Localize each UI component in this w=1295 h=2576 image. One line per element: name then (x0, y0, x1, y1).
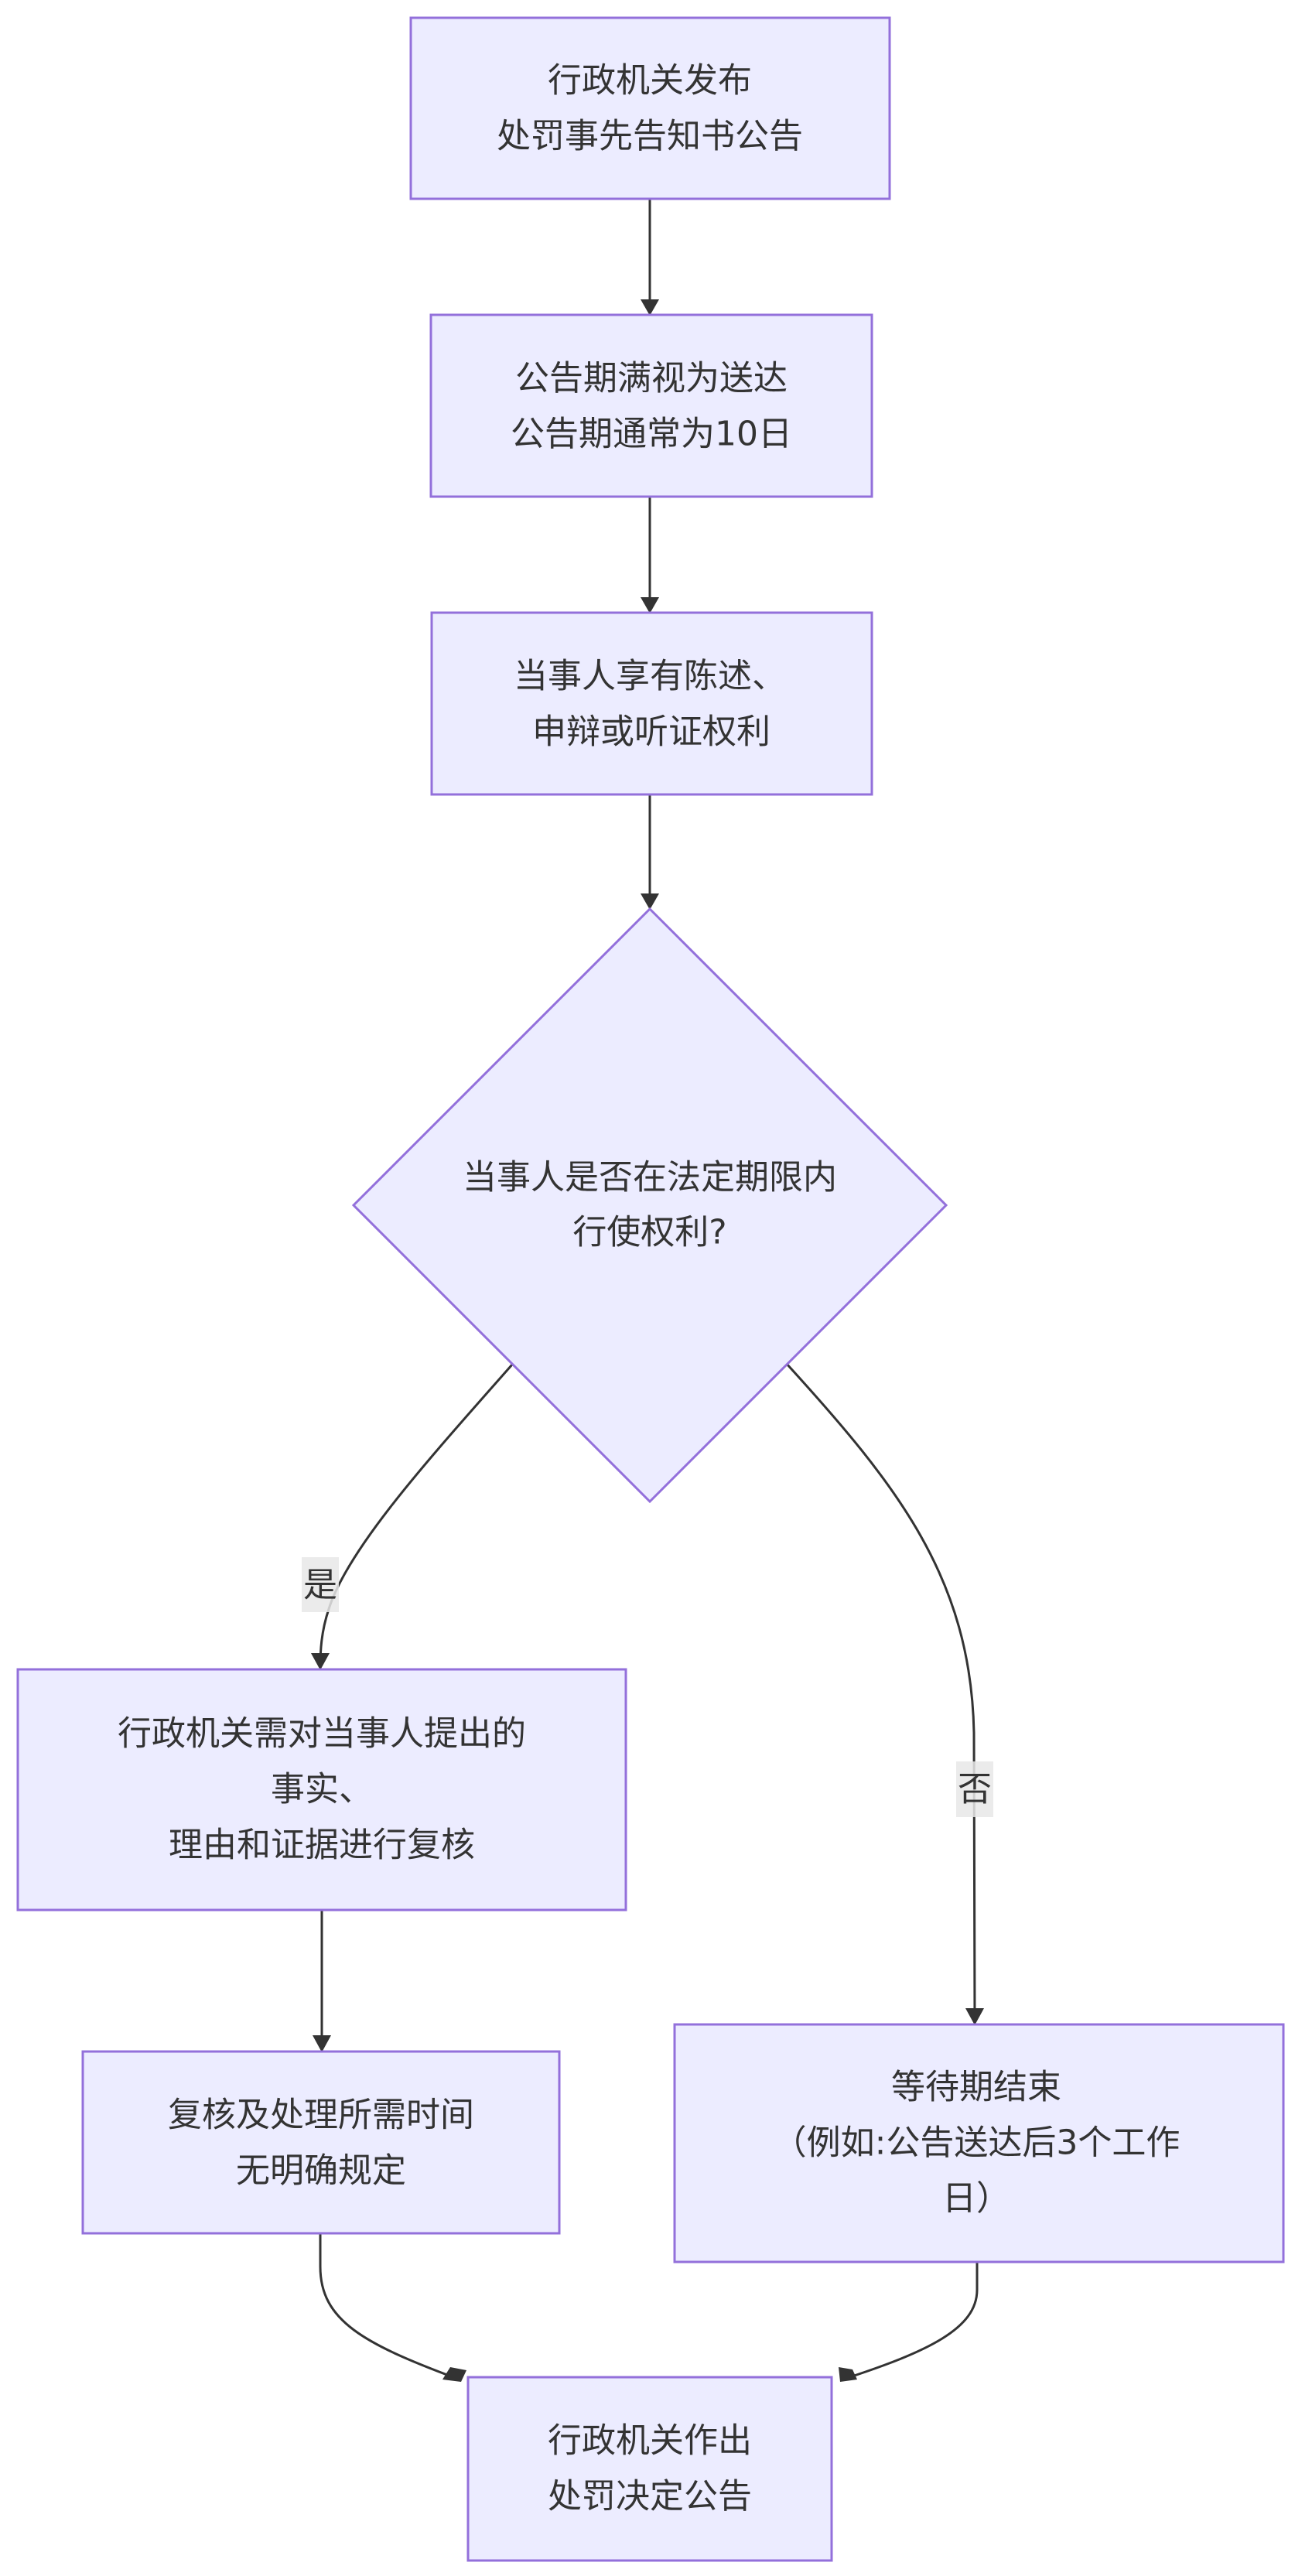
node-decision-line-1: 当事人是否在法定期限内 (463, 1158, 837, 1197)
node-final-decision-line-2: 处罚决定公告 (548, 2477, 752, 2516)
node-review-time-line-1: 复核及处理所需时间 (168, 2096, 474, 2135)
arrowhead-icon (442, 2367, 466, 2382)
node-deemed-served-line-2: 公告期通常为10日 (511, 415, 792, 454)
arrowhead-icon (313, 2035, 331, 2052)
edge-decision-no (784, 1361, 976, 2024)
node-party-rights-line-1: 当事人享有陈述、 (514, 657, 786, 696)
edge-wait-to-final (842, 2262, 979, 2381)
arrowhead-icon (641, 893, 659, 910)
node-review-submissions: 行政机关需对当事人提出的 事实、 理由和证据进行复核 (16, 1668, 627, 1912)
edge-label-yes: 是 (302, 1557, 339, 1612)
node-wait-period-line-1: 等待期结束 (891, 2068, 1061, 2107)
edge-label-no-text: 否 (958, 1770, 992, 1809)
node-review-submissions-line-2: 事实、 (271, 1770, 373, 1809)
node-review-time: 复核及处理所需时间 无明确规定 (81, 2050, 561, 2235)
edge-label-yes-text: 是 (303, 1566, 337, 1605)
arrowhead-icon (641, 299, 659, 316)
edge-label-no: 否 (956, 1761, 993, 1817)
node-review-time-line-2: 无明确规定 (236, 2151, 406, 2191)
node-review-submissions-line-1: 行政机关需对当事人提出的 (118, 1714, 526, 1754)
arrowhead-icon (311, 1653, 330, 1670)
node-deemed-served: 公告期满视为送达 公告期通常为10日 (429, 313, 873, 498)
edges (311, 199, 984, 2382)
node-final-decision: 行政机关作出 处罚决定公告 (466, 2376, 833, 2562)
node-publish-notice-line-1: 行政机关发布 (548, 61, 752, 101)
node-publish-notice-line-2: 处罚事先告知书公告 (497, 117, 803, 156)
node-deemed-served-line-1: 公告期满视为送达 (515, 359, 788, 398)
node-final-decision-line-1: 行政机关作出 (548, 2421, 752, 2461)
node-review-submissions-line-3: 理由和证据进行复核 (169, 1826, 475, 1865)
arrowhead-icon (839, 2367, 857, 2382)
node-decision-exercise-rights: 当事人是否在法定期限内 行使权利? (351, 907, 948, 1504)
arrowhead-icon (641, 597, 659, 613)
edge-time-to-final (319, 2233, 460, 2381)
node-publish-notice: 行政机关发布 处罚事先告知书公告 (409, 16, 891, 200)
edge-decision-yes (319, 1364, 514, 1669)
arrowhead-icon (965, 2008, 984, 2025)
node-wait-period-line-3: 日） (942, 2179, 1010, 2219)
node-wait-period-line-2: （例如:公告送达后3个工作 (773, 2123, 1181, 2163)
node-wait-period: 等待期结束 （例如:公告送达后3个工作 日） (673, 2023, 1285, 2263)
node-party-rights-line-2: 申辩或听证权利 (532, 712, 771, 752)
node-party-rights: 当事人享有陈述、 申辩或听证权利 (430, 611, 873, 796)
node-decision-line-2: 行使权利? (572, 1213, 726, 1252)
